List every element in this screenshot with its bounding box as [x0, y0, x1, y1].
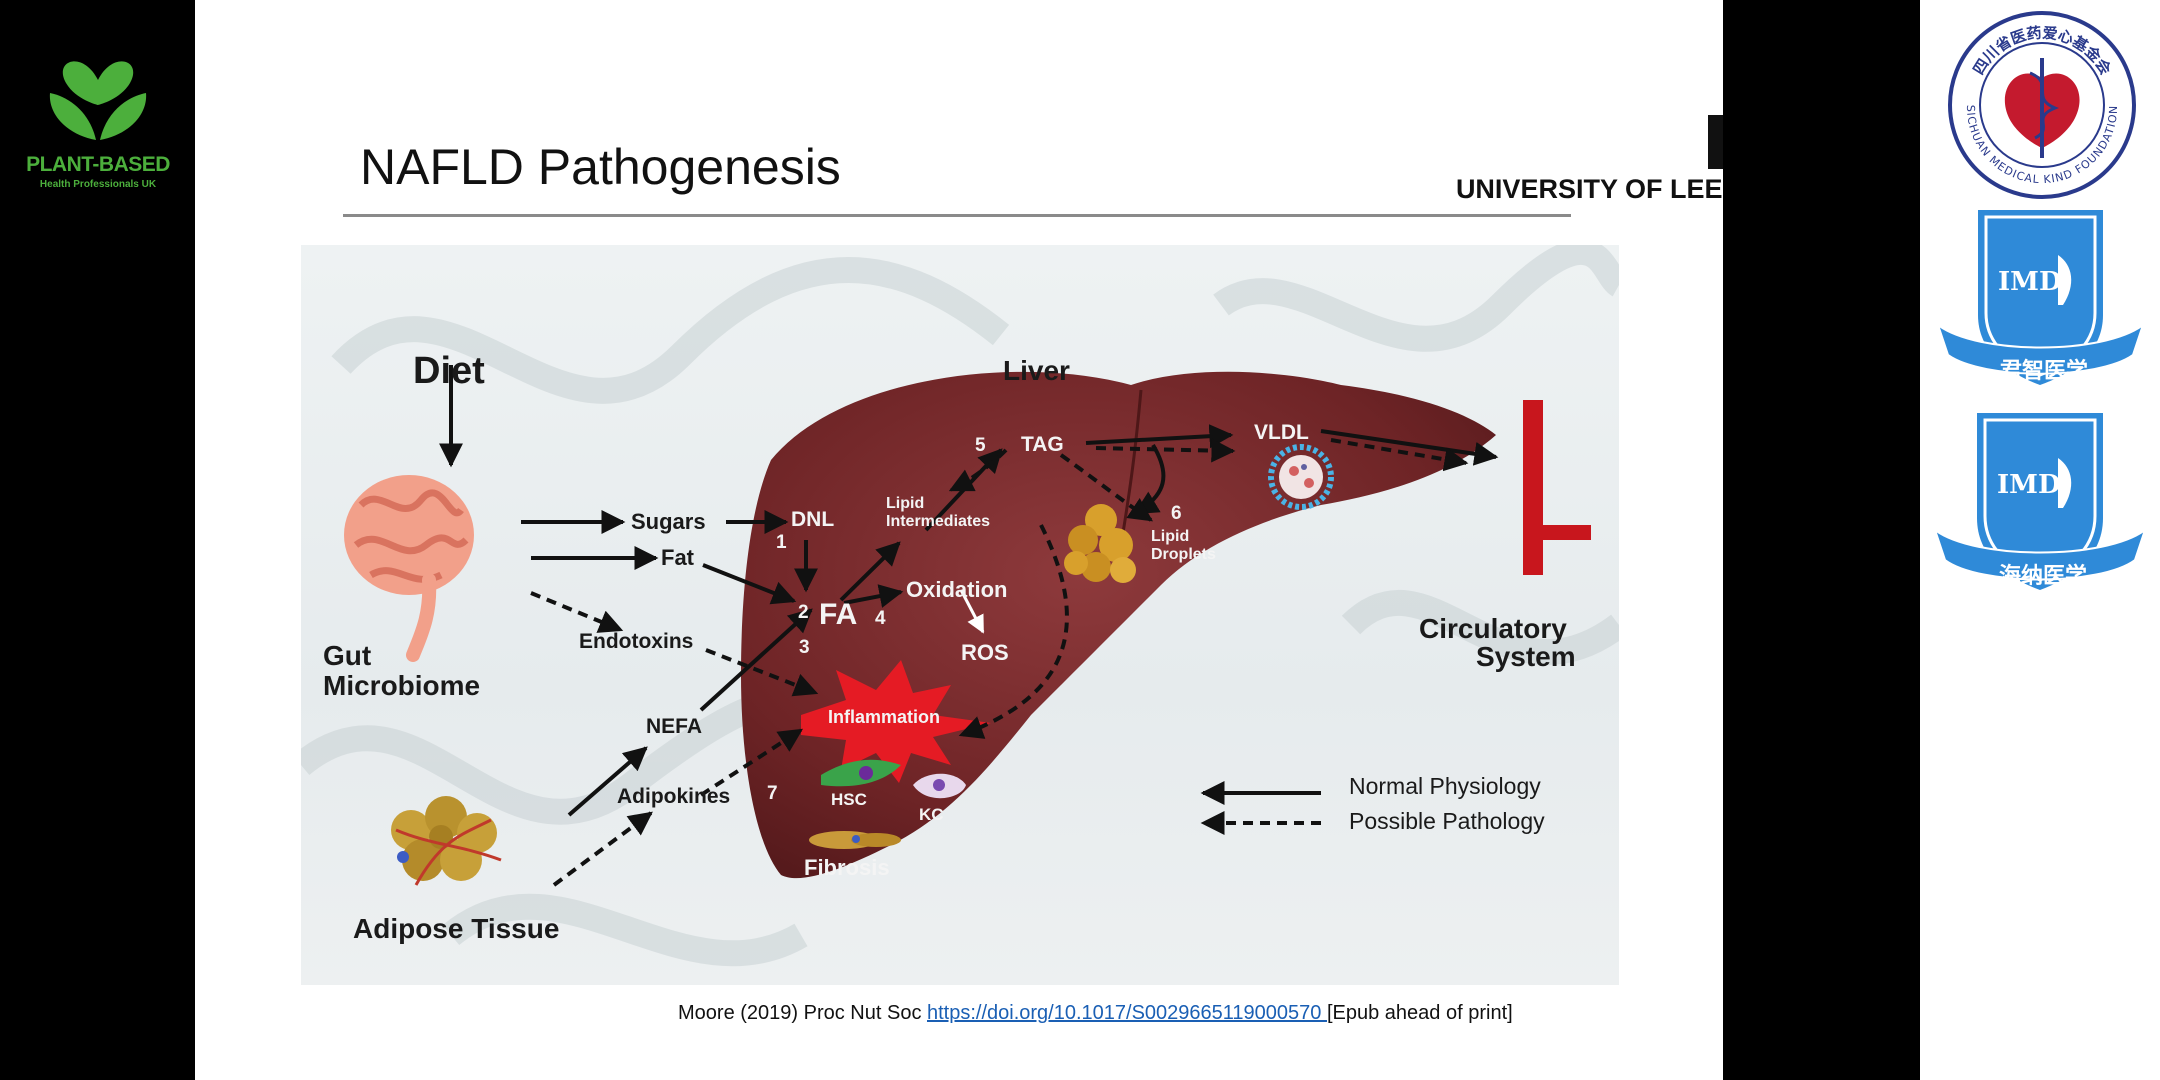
dna-background: [301, 245, 1619, 967]
label-fat: Fat: [661, 545, 694, 570]
step-3: 3: [799, 637, 810, 658]
university-name: UNIVERSITY OF LEEDS: [1455, 174, 1723, 204]
label-gut: Gut: [323, 640, 372, 671]
hsc-cell-icon: [821, 759, 901, 787]
label-vldl: VLDL: [1254, 421, 1309, 444]
plant-based-subtitle: Health Professionals UK: [39, 179, 157, 190]
label-sugars: Sugars: [631, 509, 706, 534]
plant-based-logo: PLANT-BASED Health Professionals UK: [18, 45, 178, 205]
plant-based-name: PLANT-BASED: [26, 153, 170, 176]
label-kc: KC: [919, 805, 944, 824]
presentation-slide: NAFLD Pathogenesis UNIVERSITY OF LEEDS: [195, 0, 1723, 1080]
oxidation-to-ros-arrow: [959, 589, 985, 634]
liver-lobe-divider: [1119, 389, 1143, 546]
legend-normal: Normal Physiology: [1349, 773, 1541, 799]
label-liver: Liver: [1003, 355, 1070, 386]
title-divider: [343, 214, 1571, 217]
label-diet: Diet: [413, 350, 485, 392]
label-lipid-droplets-1: Lipid: [1151, 528, 1190, 545]
sichuan-foundation-seal: 四川省医药爱心基金会 SICHUAN MEDICAL KIND FOUNDATI…: [1945, 8, 2139, 202]
left-sidebar: PLANT-BASED Health Professionals UK: [0, 0, 195, 1080]
label-lipid-droplets-2: Droplets: [1151, 546, 1216, 563]
label-microbiome: Microbiome: [323, 670, 481, 701]
step-7: 7: [767, 783, 778, 804]
fibrosis-cells-icon: [809, 831, 901, 849]
label-endotoxins: Endotoxins: [579, 630, 694, 653]
legend-pathology: Possible Pathology: [1349, 808, 1545, 834]
label-oxidation: Oxidation: [906, 577, 1008, 602]
imd-badge-junzhi: IMD 君智医学: [1936, 205, 2145, 400]
badge1-name: 君智医学: [2000, 358, 2089, 384]
step-2: 2: [798, 602, 809, 623]
step-5: 5: [975, 435, 986, 456]
step-1: 1: [776, 532, 787, 553]
label-adipose-tissue: Adipose Tissue: [353, 913, 560, 944]
university-crest-icon: [1708, 115, 1723, 169]
pathogenesis-diagram: Diet Gut Microbiome Adipose Tissue Liver…: [301, 245, 1619, 985]
citation-doi-link[interactable]: https://doi.org/10.1017/S002966511900057…: [927, 1002, 1327, 1024]
blood-vessel-icon: [1523, 400, 1591, 575]
citation: Moore (2019) Proc Nut Soc https://doi.or…: [678, 1002, 1513, 1025]
right-sidebar: 四川省医药爱心基金会 SICHUAN MEDICAL KIND FOUNDATI…: [1920, 0, 2160, 1080]
label-dnl: DNL: [791, 508, 835, 531]
label-ros: ROS: [961, 640, 1009, 665]
label-inflammation: Inflammation: [828, 707, 941, 727]
university-logo: UNIVERSITY OF LEEDS: [1270, 115, 1723, 205]
lipid-droplets-icon: [1064, 504, 1136, 583]
vldl-particle-icon: [1268, 444, 1334, 510]
label-system: System: [1476, 641, 1576, 672]
label-adipokines: Adipokines: [617, 785, 731, 808]
label-fa: FA: [819, 598, 858, 631]
step-4: 4: [875, 608, 886, 629]
intestine-icon: [344, 475, 474, 662]
label-lipid: Lipid: [886, 495, 925, 512]
black-gap: [1723, 0, 1920, 1080]
label-circulatory: Circulatory: [1419, 613, 1567, 644]
label-nefa: NEFA: [646, 715, 703, 738]
label-intermediates: Intermediates: [886, 513, 991, 530]
slide-title: NAFLD Pathogenesis: [360, 139, 841, 195]
pathology-arrows: [530, 438, 1469, 887]
badge2-code: IMD: [1997, 470, 2061, 500]
diagram-illustration: [301, 245, 1619, 967]
label-hsc: HSC: [831, 790, 867, 809]
badge1-code: IMD: [1998, 267, 2062, 297]
heart-leaves-icon: [49, 61, 147, 140]
adipose-cells-icon: [391, 796, 502, 886]
imd-badge-haina: IMD 海纳医学: [1933, 408, 2147, 608]
step-6: 6: [1171, 503, 1182, 524]
label-fibrosis: Fibrosis: [804, 855, 890, 880]
label-tag: TAG: [1021, 433, 1064, 456]
kc-cell-icon: [913, 773, 966, 799]
citation-prefix: Moore (2019) Proc Nut Soc: [678, 1002, 927, 1024]
badge2-name: 海纳医学: [1999, 563, 2088, 589]
citation-suffix: [Epub ahead of print]: [1326, 1002, 1513, 1024]
inflammation-burst-icon: [801, 660, 991, 783]
